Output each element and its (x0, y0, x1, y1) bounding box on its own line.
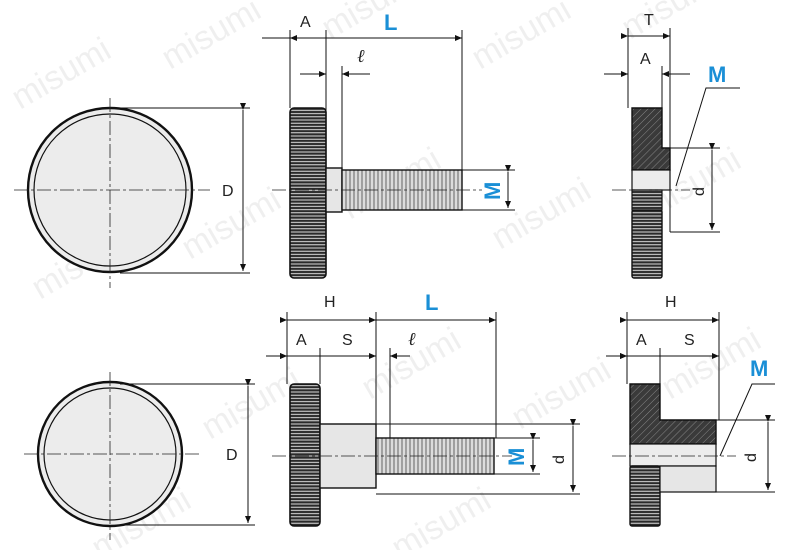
label-ell-top: ℓ (357, 46, 365, 66)
watermark-text: misumi (315, 0, 427, 47)
label-a-top: A (300, 14, 311, 31)
bottom-side-view (266, 312, 580, 527)
watermark-text: misumi (615, 0, 727, 47)
label-d-section-bottom: d (743, 453, 760, 462)
label-d-section-top: d (691, 187, 708, 196)
label-l-bottom: L (425, 290, 438, 315)
label-m-section-top: M (708, 62, 726, 87)
label-l-top: L (384, 10, 397, 35)
watermark-text: misumi (385, 480, 497, 550)
label-h-section-bottom: H (665, 294, 677, 311)
label-a-section-bottom: A (636, 332, 647, 349)
label-m-top: M (480, 182, 505, 200)
watermark-text: misumi (465, 0, 577, 77)
label-ell-bottom: ℓ (408, 329, 416, 349)
label-m-bottom: M (504, 448, 529, 466)
label-t: T (644, 12, 654, 29)
top-side-view (262, 30, 515, 279)
label-m-section-bottom: M (750, 356, 768, 381)
label-d-top: D (222, 183, 234, 200)
label-h-bottom: H (324, 294, 336, 311)
bottom-section-view (606, 312, 775, 527)
bottom-front-view (24, 372, 255, 540)
label-d-bottom: D (226, 447, 238, 464)
label-s-section-bottom: S (684, 332, 695, 349)
label-d-small-bottom: d (551, 455, 568, 464)
watermark-text: misumi (5, 30, 117, 117)
label-a-bottom: A (296, 332, 307, 349)
watermark-text: misumi (155, 0, 267, 77)
top-section-view (604, 28, 740, 279)
top-front-view (14, 98, 250, 288)
label-s-bottom: S (342, 332, 353, 349)
label-a-section-top: A (640, 51, 651, 68)
